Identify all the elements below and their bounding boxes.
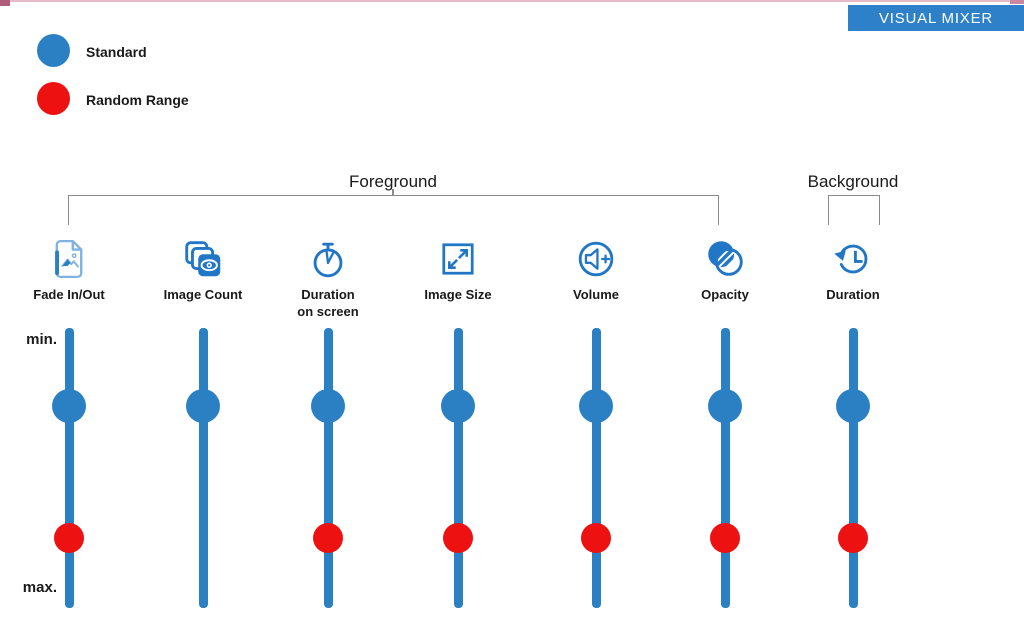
channel-background-duration: Duration — [798, 230, 908, 610]
stacked-images-eye-icon — [148, 235, 258, 283]
fade-standard-handle[interactable] — [52, 389, 86, 423]
channel-volume: Volume — [541, 230, 651, 610]
channel-label: Opacity — [701, 287, 749, 302]
image-size-random-range-handle[interactable] — [443, 523, 473, 553]
top-right-mark — [1010, 0, 1024, 4]
app-title-bar: VISUAL MIXER — [848, 5, 1024, 31]
volume-random-range-handle[interactable] — [581, 523, 611, 553]
background-duration-slider-track[interactable] — [848, 328, 858, 608]
channel-fade-in-out: Fade In/Out — [14, 230, 124, 610]
foreground-bracket-nub — [392, 189, 394, 195]
channel-label: Duration — [826, 287, 880, 302]
duration-on-screen-standard-handle[interactable] — [311, 389, 345, 423]
channel-label: Volume — [573, 287, 619, 302]
volume-plus-icon — [541, 235, 651, 283]
fade-random-range-handle[interactable] — [54, 523, 84, 553]
background-group-label: Background — [807, 172, 899, 191]
fade-slider-track[interactable] — [64, 328, 74, 608]
image-count-standard-handle[interactable] — [186, 389, 220, 423]
top-progress-line — [0, 0, 1024, 2]
top-left-mark — [0, 0, 10, 6]
history-clock-icon — [798, 235, 908, 283]
foreground-group-label: Foreground — [349, 172, 437, 191]
duration-on-screen-slider-track[interactable] — [323, 328, 333, 608]
duration-on-screen-random-range-handle[interactable] — [313, 523, 343, 553]
image-count-slider-track[interactable] — [198, 328, 208, 608]
fade-document-icon — [14, 235, 124, 283]
background-bracket — [828, 195, 880, 225]
volume-slider-track[interactable] — [591, 328, 601, 608]
channel-image-size: Image Size — [403, 230, 513, 610]
channel-image-count: Image Count — [148, 230, 258, 610]
image-size-slider-track[interactable] — [453, 328, 463, 608]
channel-label: Image Size — [424, 287, 492, 302]
random-range-legend-label: Random Range — [86, 92, 189, 108]
opacity-standard-handle[interactable] — [708, 389, 742, 423]
random-range-legend-dot — [37, 82, 70, 115]
foreground-bracket — [68, 195, 719, 225]
opacity-random-range-handle[interactable] — [710, 523, 740, 553]
app-title: VISUAL MIXER — [878, 9, 994, 27]
standard-legend-label: Standard — [86, 44, 147, 60]
standard-legend-dot — [37, 34, 70, 67]
channel-opacity: Opacity — [670, 230, 780, 610]
image-size-standard-handle[interactable] — [441, 389, 475, 423]
channel-label: Image Count — [163, 287, 243, 302]
resize-arrows-icon — [403, 235, 513, 283]
min-scale-label: min. — [26, 331, 57, 348]
stopwatch-icon — [273, 235, 383, 283]
max-scale-label: max. — [22, 579, 57, 596]
overlapping-circles-icon — [670, 235, 780, 283]
opacity-slider-track[interactable] — [720, 328, 730, 608]
background-duration-standard-handle[interactable] — [836, 389, 870, 423]
channel-label: Duration on screen — [297, 287, 359, 319]
channel-label: Fade In/Out — [33, 287, 105, 302]
channel-duration-on-screen: Duration on screen — [273, 230, 383, 610]
volume-standard-handle[interactable] — [579, 389, 613, 423]
background-duration-random-range-handle[interactable] — [838, 523, 868, 553]
